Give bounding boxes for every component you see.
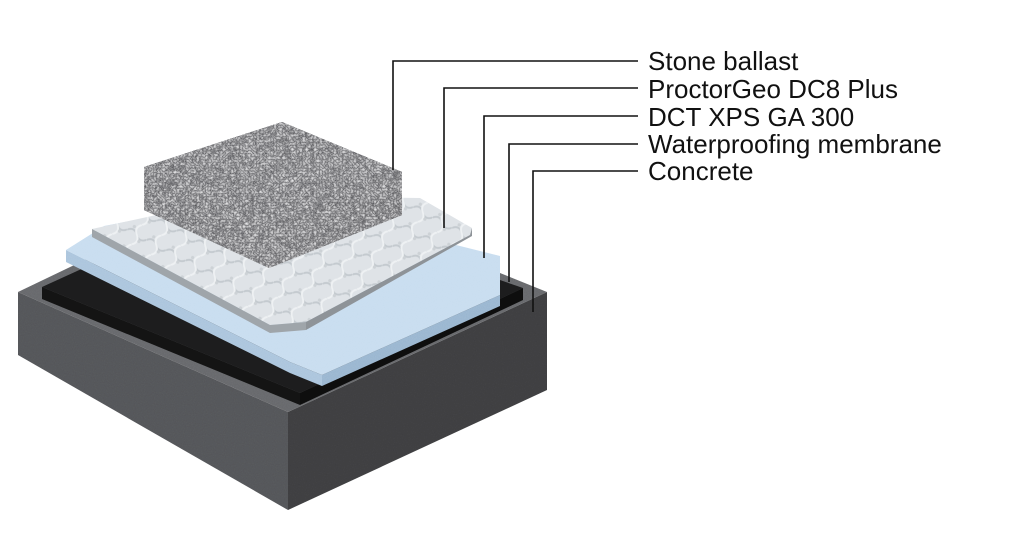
leader-lines xyxy=(392,60,638,312)
label-stone-ballast: Stone ballast xyxy=(648,46,799,76)
leader-membrane xyxy=(508,143,638,282)
label-membrane: Waterproofing membrane xyxy=(648,129,942,159)
stone-ballast-layer xyxy=(144,122,402,268)
leader-concrete xyxy=(532,170,638,312)
leader-geo xyxy=(443,87,638,228)
leader-stone xyxy=(392,60,638,170)
layer-labels: Stone ballast ProctorGeo DC8 Plus DCT XP… xyxy=(648,46,942,186)
leader-xps xyxy=(483,115,638,258)
label-xps: DCT XPS GA 300 xyxy=(648,102,854,132)
label-proctorgeo: ProctorGeo DC8 Plus xyxy=(648,74,898,104)
label-concrete: Concrete xyxy=(648,156,754,186)
